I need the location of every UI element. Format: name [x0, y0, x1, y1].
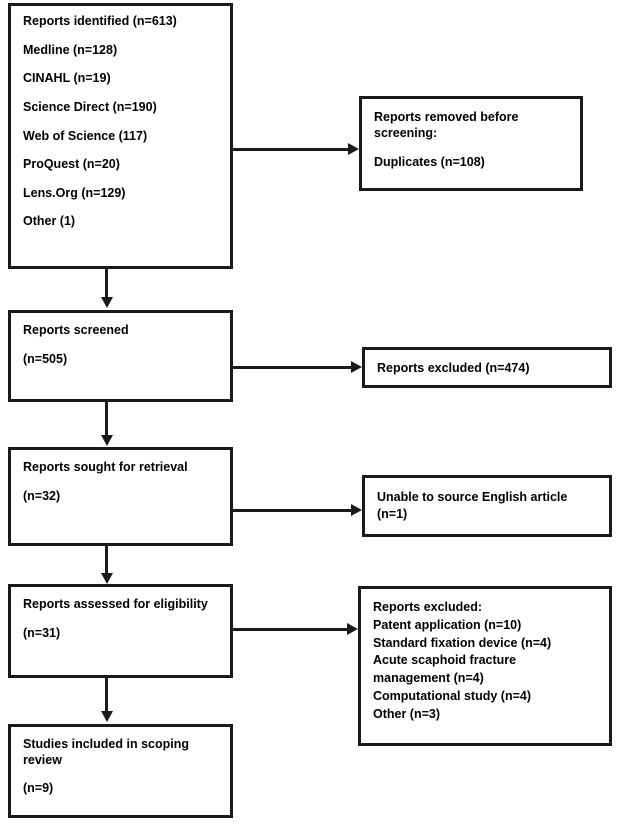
excluded-list-heading: Reports excluded:	[373, 600, 483, 614]
spacer	[23, 476, 220, 489]
box-studies-included: Studies included in scoping review (n=9)	[8, 724, 233, 818]
screened-count: (n=505)	[23, 351, 68, 366]
removed-line-2: screening:	[374, 126, 438, 141]
identified-line-5: ProQuest (n=20)	[23, 157, 120, 172]
arrowhead-assessed-to-included	[101, 711, 113, 722]
connector-identified-to-screened	[105, 269, 108, 298]
identified-line-4: Web of Science (117)	[23, 128, 148, 143]
sought-count: (n=32)	[23, 488, 61, 503]
connector-screened-to-sought	[105, 402, 108, 436]
identified-line-0: Reports identified (n=613)	[23, 14, 177, 28]
included-line-1: Studies included in scoping	[23, 737, 189, 751]
excluded-list-item-1: Standard fixation device (n=4)	[373, 635, 552, 650]
box-reports-assessed-for-eligibility: Reports assessed for eligibility (n=31)	[8, 584, 233, 678]
identified-line-6: Lens.Org (n=129)	[23, 185, 126, 200]
connector-sought-to-unable	[233, 509, 351, 512]
included-count: (n=9)	[23, 781, 54, 796]
arrowhead-screened-to-sought	[101, 435, 113, 446]
box-reports-removed-before-screening: Reports removed before screening: Duplic…	[359, 96, 583, 191]
arrowhead-screened-to-excluded	[351, 361, 362, 373]
identified-line-2: CINAHL (n=19)	[23, 71, 111, 86]
arrowhead-sought-to-unable	[351, 504, 362, 516]
unable-count: (n=1)	[377, 506, 408, 521]
spacer	[23, 339, 220, 352]
removed-line-1: Reports removed before	[374, 110, 519, 124]
identified-line-3: Science Direct (n=190)	[23, 99, 157, 114]
spacer	[23, 613, 220, 626]
box-reports-sought-for-retrieval: Reports sought for retrieval (n=32)	[8, 447, 233, 546]
arrowhead-identified-to-screened	[101, 297, 113, 308]
removed-duplicates: Duplicates (n=108)	[374, 154, 485, 169]
arrowhead-assessed-to-excluded-list	[347, 623, 358, 635]
connector-screened-to-excluded	[233, 366, 351, 369]
identified-line-7: Other (1)	[23, 214, 76, 229]
excluded-474-label: Reports excluded (n=474)	[377, 361, 530, 375]
assessed-label: Reports assessed for eligibility	[23, 597, 208, 611]
connector-assessed-to-excluded-list	[233, 628, 347, 631]
box-unable-to-source-english-article: Unable to source English article (n=1)	[362, 475, 612, 537]
arrowhead-identified-to-removed	[348, 143, 359, 155]
excluded-list-item-0: Patent application (n=10)	[373, 617, 522, 632]
spacer	[374, 142, 570, 154]
unable-label: Unable to source English article	[377, 490, 568, 504]
connector-assessed-to-included	[105, 678, 108, 712]
screened-label: Reports screened	[23, 323, 129, 337]
box-reports-screened: Reports screened (n=505)	[8, 310, 233, 402]
box-reports-excluded-474: Reports excluded (n=474)	[362, 347, 612, 388]
excluded-list-item-4: Computational study (n=4)	[373, 688, 531, 703]
excluded-list-item-2: Acute scaphoid fracture	[373, 653, 517, 668]
identified-line-1: Medline (n=128)	[23, 42, 118, 57]
spacer	[23, 768, 220, 781]
box-reports-excluded-reasons: Reports excluded: Patent application (n=…	[358, 586, 612, 746]
excluded-list-item-3: management (n=4)	[373, 671, 484, 685]
sought-label: Reports sought for retrieval	[23, 460, 188, 474]
assessed-count: (n=31)	[23, 625, 61, 640]
included-line-2: review	[23, 752, 62, 767]
arrowhead-sought-to-assessed	[101, 573, 113, 584]
box-reports-identified: Reports identified (n=613) Medline (n=12…	[8, 3, 233, 269]
excluded-list-item-5: Other (n=3)	[373, 706, 441, 721]
connector-identified-to-removed	[233, 148, 348, 151]
connector-sought-to-assessed	[105, 546, 108, 574]
